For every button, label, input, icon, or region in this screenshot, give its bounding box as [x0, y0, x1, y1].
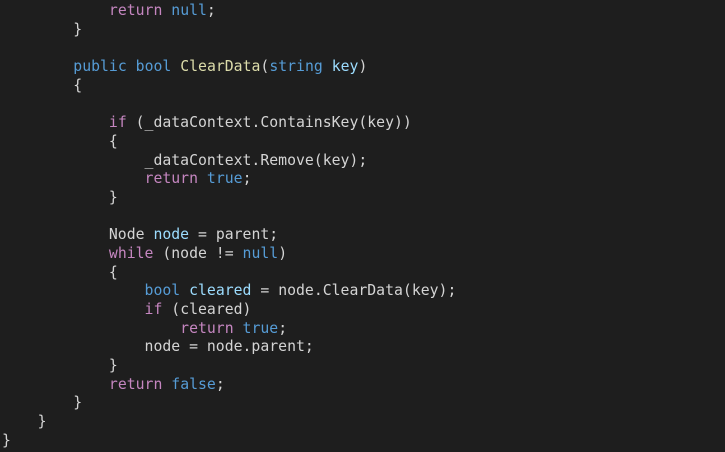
code-token: ; [206, 2, 216, 19]
code-line [2, 208, 456, 227]
code-token [234, 320, 243, 337]
code-token: ; [242, 170, 252, 188]
code-line: if (cleared) [2, 301, 456, 320]
code-line: return true; [2, 170, 456, 189]
code-line: node = node.parent; [2, 338, 456, 357]
code-token: return [108, 2, 163, 19]
code-line [2, 95, 456, 114]
code-token [180, 282, 189, 299]
code-token [2, 58, 73, 75]
code-token [162, 2, 171, 19]
code-token: null [171, 2, 207, 19]
code-token: } [2, 357, 118, 375]
code-token: node = node.parent; [2, 338, 314, 356]
code-token: ClearData [180, 58, 261, 76]
code-token: { [2, 76, 83, 94]
code-line: } [2, 432, 456, 451]
code-line: } [2, 394, 456, 413]
code-token [323, 58, 332, 75]
code-token [162, 376, 171, 393]
code-line: } [2, 189, 456, 208]
code-line: if (_dataContext.ContainsKey(key)) [2, 114, 456, 133]
code-line: { [2, 77, 456, 96]
code-token: if [108, 114, 127, 132]
code-token: return [180, 319, 234, 337]
code-token [2, 245, 109, 262]
code-token: ) [278, 244, 288, 262]
code-line: } [2, 357, 456, 376]
code-token: = node.ClearData(key); [251, 282, 457, 300]
code-line: { [2, 133, 456, 152]
code-token: if [144, 301, 163, 318]
code-token [2, 170, 145, 187]
code-token [2, 301, 145, 318]
code-token: key [331, 58, 359, 76]
code-token [2, 2, 109, 19]
code-line: { [2, 264, 456, 283]
code-editor[interactable]: return null; } public bool ClearData(str… [2, 2, 456, 451]
code-line: public bool ClearData(string key) [2, 58, 456, 77]
code-token: { [2, 263, 118, 281]
code-token: (_dataContext.ContainsKey(key)) [126, 114, 412, 132]
code-line: bool cleared = node.ClearData(key); [2, 282, 457, 301]
code-line: _dataContext.Remove(key); [2, 152, 456, 171]
code-line: return true; [2, 320, 456, 339]
code-token: (cleared) [162, 301, 252, 318]
code-token: public [73, 58, 127, 76]
code-token: ( [260, 58, 270, 76]
code-token: bool [135, 58, 172, 76]
code-line: Node node = parent; [2, 226, 456, 245]
code-token: cleared [189, 282, 252, 300]
code-token: } [2, 188, 118, 206]
code-token: string [269, 58, 323, 76]
code-token [2, 282, 145, 299]
code-token: false [171, 375, 216, 393]
code-token: } [2, 394, 83, 412]
code-line [2, 39, 456, 58]
code-line: return null; [2, 2, 456, 21]
code-line: return false; [2, 376, 456, 395]
code-token: return [144, 170, 198, 188]
code-token: _dataContext.Remove(key); [2, 151, 368, 169]
code-token: return [108, 375, 163, 393]
code-line: while (node != null) [2, 245, 456, 264]
code-token [171, 58, 180, 75]
code-token: = parent; [189, 226, 279, 244]
code-token [2, 376, 109, 393]
code-token: ; [215, 375, 225, 393]
code-line: } [2, 21, 456, 40]
code-token: } [2, 431, 11, 449]
code-line: } [2, 413, 456, 432]
code-token: } [2, 413, 47, 431]
code-token: true [206, 170, 243, 188]
code-token: while [108, 244, 154, 262]
code-token: node [153, 226, 190, 244]
code-token: (node != [153, 244, 243, 262]
code-token: true [242, 319, 279, 337]
code-token: Node [2, 226, 154, 244]
code-token [127, 58, 136, 75]
code-token: } [2, 20, 83, 38]
code-token: ) [358, 58, 368, 76]
code-token: ; [278, 319, 288, 337]
code-token [198, 170, 207, 187]
code-token [2, 114, 109, 131]
code-token: bool [144, 282, 181, 300]
code-token: null [242, 244, 279, 262]
code-token: { [2, 132, 118, 150]
code-token [2, 320, 180, 337]
